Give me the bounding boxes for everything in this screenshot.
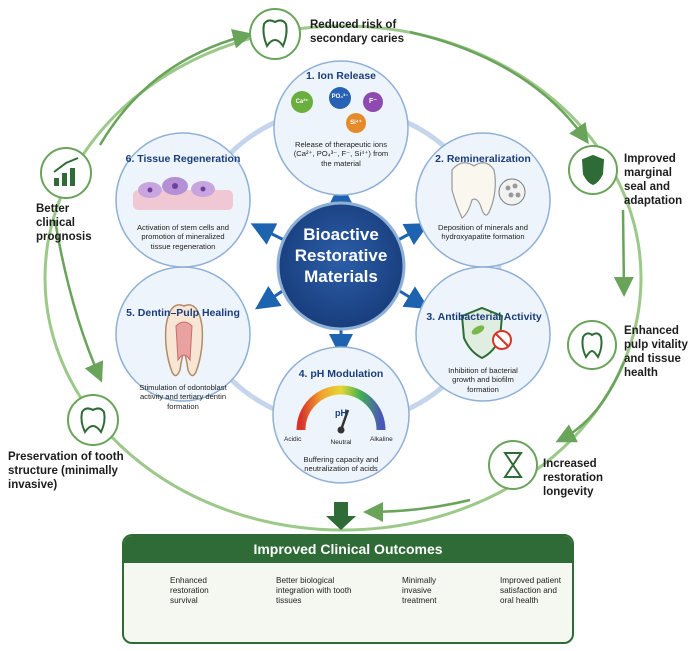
node-ion-release: 1. Ion Release: [286, 70, 396, 82]
benefit-preservation: Preservation of tooth structure (minimal…: [8, 451, 124, 491]
ph-acidic-label: Acidic: [284, 436, 302, 443]
clinical-outcomes-box: Improved Clinical Outcomes Enhanced rest…: [122, 534, 574, 644]
clinical-outcomes-title: Improved Clinical Outcomes: [124, 536, 572, 563]
node-tissue-regeneration: 6. Tissue Regeneration: [124, 153, 242, 165]
ion-ca-label: Ca²⁺: [295, 99, 309, 105]
benefit-reduced-caries: Reduced risk of secondary caries: [310, 19, 404, 45]
ion-si-label: Si⁴⁺: [350, 120, 362, 126]
ion-po4-label: PO₄³⁻: [331, 94, 349, 100]
node-title: 5. Dentin–Pulp Healing: [126, 307, 240, 319]
outer-arrows: [53, 29, 634, 522]
antibacterial-shield-icon: [460, 306, 512, 360]
remineralization-icon: [451, 162, 526, 219]
ion-badges: [291, 87, 383, 133]
dentin-pulp-tooth-icon: [164, 304, 204, 377]
center-line-2: Restorative: [294, 246, 388, 265]
ph-label: pH: [335, 408, 347, 418]
node-antibacterial: 3. Antibacterial Activity: [422, 311, 546, 323]
center-line-3: Materials: [304, 267, 378, 286]
node-remineralization: 2. Remineralization: [426, 153, 540, 165]
node-title: 2. Remineralization: [435, 153, 531, 165]
benefit-clinical-prognosis: Better clinical prognosis: [36, 203, 92, 243]
outer-icon-circles: [40, 8, 618, 490]
outcome-biological-integration: Better biological integration with tooth…: [276, 576, 352, 605]
node-ph-modulation: 4. pH Modulation: [286, 368, 396, 380]
center-circle: [276, 201, 406, 331]
node-circles: [115, 60, 551, 484]
outcome-patient-satisfaction: Improved patient satisfaction and oral h…: [500, 576, 561, 605]
ph-gauge: [296, 385, 386, 434]
node-desc-ion-release: Release of therapeutic ions (Ca²⁺, PO₄³⁻…: [293, 140, 389, 168]
benefit-pulp-vitality: Enhanced pulp vitality and tissue health: [624, 325, 688, 379]
node-desc-remineralization: Deposition of minerals and hydroxyapatit…: [438, 223, 528, 242]
node-desc-ph: Buffering capacity and neutralization of…: [303, 455, 379, 474]
node-title: 3. Antibacterial Activity: [426, 311, 542, 323]
ph-alkaline-label: Alkaline: [370, 436, 393, 443]
node-title: 4. pH Modulation: [298, 368, 384, 380]
tissue-regeneration-icon: [133, 177, 233, 210]
node-desc-antibacterial: Inhibition of bacterial growth and biofi…: [448, 366, 518, 394]
benefit-marginal-seal: Improved marginal seal and adaptation: [624, 153, 683, 207]
center-line-1: Bioactive: [303, 225, 379, 244]
benefit-longevity: Increased restoration longevity: [543, 458, 604, 498]
outcome-minimally-invasive: Minimally invasive treatment: [402, 576, 437, 605]
down-arrow: [326, 502, 356, 530]
outer-green-ring: [43, 24, 643, 532]
node-title: 1. Ion Release: [305, 70, 377, 82]
node-title: 6. Tissue Regeneration: [125, 153, 241, 165]
outcome-restoration-survival: Enhanced restoration survival: [170, 576, 209, 605]
node-desc-dentin: Stimulation of odontoblast activity and …: [139, 383, 227, 411]
center-title: Bioactive Restorative Materials: [281, 224, 401, 287]
node-desc-tissue: Activation of stem cells and promotion o…: [136, 223, 229, 251]
ion-f-label: F⁻: [369, 98, 377, 105]
node-dentin-pulp: 5. Dentin–Pulp Healing: [124, 307, 242, 319]
ph-neutral-label: Neutral: [330, 439, 352, 446]
outer-icons: [53, 19, 605, 478]
